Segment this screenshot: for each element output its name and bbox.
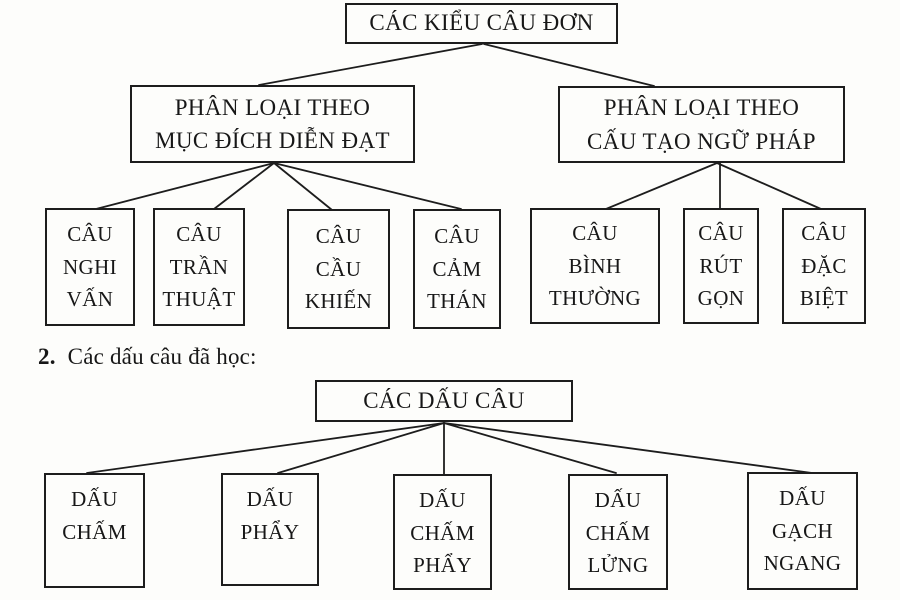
section-number: 2. — [38, 344, 56, 369]
connector-line — [273, 162, 333, 211]
node-cau-cau-khien: CÂU CẦU KHIẾN — [287, 209, 390, 329]
node-cau-dac-biet: CÂU ĐẶC BIỆT — [782, 208, 866, 324]
connector-line — [483, 43, 655, 87]
connector-line — [273, 162, 462, 210]
node-cac-kieu-cau-don: CÁC KIỂU CÂU ĐƠN — [345, 3, 618, 44]
connector-line — [443, 422, 617, 474]
node-cau-rut-gon: CÂU RÚT GỌN — [683, 208, 759, 324]
connector-line — [213, 162, 275, 210]
node-dau-cham-lung: DẤU CHẤM LỬNG — [568, 474, 668, 590]
node-cau-tran-thuat: CÂU TRẦN THUẬT — [153, 208, 245, 326]
connector-line — [95, 162, 275, 210]
connector-line — [443, 422, 813, 474]
node-dau-cham: DẤU CHẤM — [44, 473, 145, 588]
node-dau-phay: DẤU PHẨY — [221, 473, 319, 586]
node-dau-cham-phay: DẤU CHẤM PHẨY — [393, 474, 492, 590]
connector-line — [86, 422, 445, 474]
node-dau-gach-ngang: DẤU GẠCH NGANG — [747, 472, 858, 590]
connector-line — [277, 422, 445, 474]
node-cau-nghi-van: CÂU NGHI VẤN — [45, 208, 135, 326]
connector-line — [605, 162, 718, 210]
section-label: 2. Các dấu câu đã học: — [38, 344, 257, 370]
section-text: Các dấu câu đã học: — [67, 344, 257, 369]
connector-line — [716, 162, 822, 210]
node-phan-loai-cau-tao-ngu-phap: PHÂN LOẠI THEO CẤU TẠO NGỮ PHÁP — [558, 86, 845, 163]
node-cac-dau-cau: CÁC DẤU CÂU — [315, 380, 573, 422]
node-cau-cam-than: CÂU CẢM THÁN — [413, 209, 501, 329]
node-phan-loai-muc-dich-dien-dat: PHÂN LOẠI THEO MỤC ĐÍCH DIỄN ĐẠT — [130, 85, 415, 163]
connector-line — [258, 43, 483, 86]
node-cau-binh-thuong: CÂU BÌNH THƯỜNG — [530, 208, 660, 324]
